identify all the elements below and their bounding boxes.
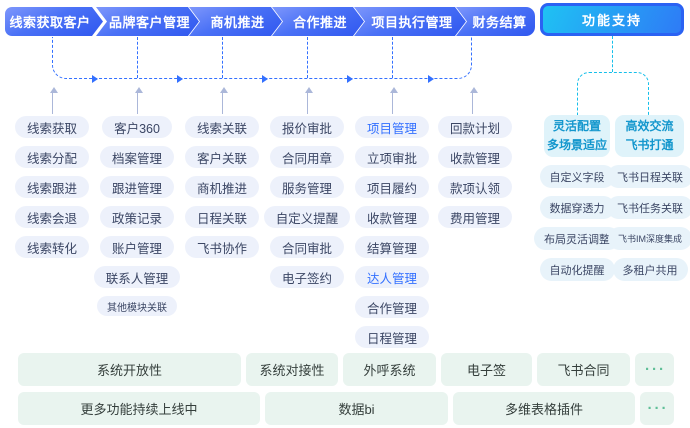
footer-chip-feishu-contract: 飞书合同 [537,353,630,386]
support-pill: 飞书任务关联 [607,196,690,219]
support-pill: 多租户共用 [612,258,688,281]
support-column-feishu: 飞书日程关联 飞书任务关联 飞书IM深度集成 多租户共用 [585,165,690,289]
module-pill: 服务管理 [269,176,344,198]
footer-chip-system-interfacing: 系统对接性 [246,353,338,386]
support-pill: 自定义字段 [539,165,615,188]
module-pill: 线索关联 [184,116,259,138]
module-pill-highlight: 达人管理 [354,266,429,288]
module-pill: 日程管理 [354,326,429,348]
arrow-right-icon [347,75,353,83]
module-pill: 线索跟进 [14,176,89,198]
column-connector [389,87,398,114]
stage-cooperation-advance: 合作推进 [272,7,364,36]
stage-brand-customer-management: 品牌客户管理 [96,7,199,36]
flow-connector-line [137,37,138,78]
more-dots-icon: ··· [640,392,674,425]
module-pill: 合作管理 [354,296,429,318]
module-pill: 商机推进 [184,176,259,198]
module-pill: 线索转化 [14,236,89,258]
support-pill: 布局灵活调整 [534,227,620,250]
column-connector [219,87,228,114]
module-pill: 合同用章 [269,146,344,168]
module-pill: 项目履约 [354,176,429,198]
column-connector [304,87,313,114]
module-pill: 政策记录 [99,206,174,228]
arrow-right-icon [262,75,268,83]
module-pill: 档案管理 [99,146,174,168]
column-connector [134,87,143,114]
column-brand-customer: 客户360 档案管理 跟进管理 政策记录 账户管理 联系人管理 其他模块关联 [77,116,197,324]
module-pill: 立项审批 [354,146,429,168]
support-pill: 飞书日程关联 [607,165,690,188]
column-cooperation: 报价审批 合同用章 服务管理 自定义提醒 合同审批 电子签约 [247,116,367,296]
arrow-right-icon [92,75,98,83]
module-pill: 电子签约 [269,266,344,288]
module-pill: 客户关联 [184,146,259,168]
support-header-line: 多场景适应 [546,138,607,152]
arrow-right-icon [177,75,183,83]
arrow-right-icon [428,75,434,83]
stage-finance-settlement: 财务结算 [456,7,535,36]
footer-chip-data-bi: 数据bi [265,392,448,425]
footer-chip-outbound-call: 外呼系统 [343,353,436,386]
support-header-flexible-config: 灵活配置 多场景适应 [544,115,610,157]
support-button: 功能支持 [540,3,684,36]
support-connector-split [577,72,649,115]
support-pill: 自动化提醒 [539,258,615,281]
module-pill: 联系人管理 [93,266,181,288]
module-pill: 日程关联 [184,206,259,228]
module-pill: 账户管理 [99,236,174,258]
support-connector-line [612,36,613,72]
stage-project-execution: 项目执行管理 [354,7,466,36]
module-pill: 收款管理 [354,206,429,228]
module-pill: 收款管理 [437,146,512,168]
stage-opportunity-advance: 商机推进 [189,7,282,36]
column-lead-acquisition: 线索获取 线索分配 线索跟进 线索会退 线索转化 [0,116,112,266]
support-header-line: 高效交流 [625,119,674,134]
column-opportunity: 线索关联 客户关联 商机推进 日程关联 飞书协作 [162,116,282,266]
module-pill: 客户360 [102,116,172,138]
module-pill: 结算管理 [354,236,429,258]
support-column-config: 自定义字段 数据穿透力 布局灵活调整 自动化提醒 [512,165,642,289]
column-connector [469,87,478,114]
support-pill: 飞书IM深度集成 [608,227,690,250]
footer-chip-esign: 电子签 [441,353,532,386]
module-pill: 线索获取 [14,116,89,138]
support-header-line: 灵活配置 [552,119,601,134]
module-pill: 线索分配 [14,146,89,168]
module-pill-highlight: 项目管理 [354,116,429,138]
support-header-feishu-integration: 高效交流 飞书打通 [615,115,684,157]
module-pill: 自定义提醒 [263,206,351,228]
module-pill: 报价审批 [269,116,344,138]
module-pill: 合同审批 [269,236,344,258]
more-dots-icon: ··· [635,353,674,386]
module-pill: 飞书协作 [184,236,259,258]
flow-connector-line [392,37,393,78]
module-pill: 款项认领 [437,176,512,198]
stage-lead-acquisition: 线索获取客户 [5,7,103,36]
column-connector [49,87,58,114]
support-header-line: 飞书打通 [625,138,674,152]
footer-chip-base-plugin: 多维表格插件 [453,392,635,425]
module-pill: 线索会退 [14,206,89,228]
support-pill: 数据穿透力 [539,196,615,219]
column-project-execution: 项目管理 立项审批 项目履约 收款管理 结算管理 达人管理 合作管理 日程管理 [332,116,452,356]
module-pill: 其他模块关联 [97,296,177,316]
flow-connector-line [222,37,223,78]
footer-chip-more-features: 更多功能持续上线中 [18,392,260,425]
flow-connector-line [307,37,308,78]
footer-chip-system-openness: 系统开放性 [18,353,241,386]
module-pill: 回款计划 [437,116,512,138]
module-pill: 费用管理 [437,206,512,228]
flow-connector-bracket [52,37,472,79]
module-pill: 跟进管理 [99,176,174,198]
column-finance: 回款计划 收款管理 款项认领 费用管理 [415,116,535,236]
